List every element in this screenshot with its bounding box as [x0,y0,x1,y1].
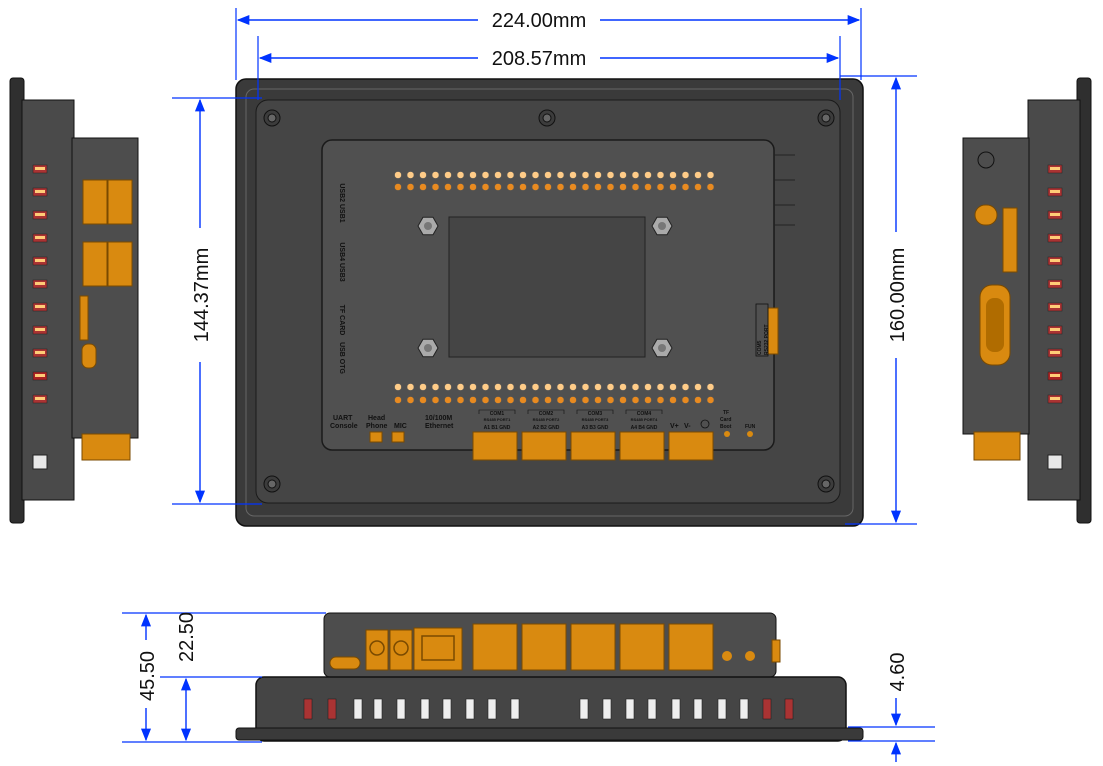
standoff-nuts [417,216,673,358]
side-port-label: USB OTG [338,342,345,374]
svg-text:Ethernet: Ethernet [425,423,454,430]
svg-text:TF: TF [723,410,729,416]
svg-text:V-: V- [684,423,691,430]
svg-text:COM5: COM5 [757,340,763,355]
side-port-label: TF CARD [338,305,345,336]
com-pins: A4 B4 GND [631,425,658,431]
rear-depth-label: 22.50 [176,612,198,662]
inner-width-label: 208.57mm [492,48,587,70]
vent-led [396,698,406,720]
vent-led [784,698,794,720]
vent-led [327,698,337,720]
svg-text:V+: V+ [670,423,679,430]
svg-text:Head: Head [368,415,385,422]
svg-text:FUN: FUN [745,424,756,430]
svg-text:10/100M: 10/100M [425,415,452,422]
vent-led [510,698,520,720]
svg-text:RS232 PORT: RS232 PORT [764,324,770,355]
com-pins: A3 B3 GND [582,425,609,431]
outer-width-label: 224.00mm [492,10,587,32]
com-name: COM1 [490,411,505,417]
vent-led [373,698,383,720]
dimension-labels: 224.00mm 208.57mm 144.37mm 160.00mm 45.5… [137,10,909,701]
vent-led [602,698,612,720]
bottom-port-labels: UART Console Head Phone MIC 10/100M Ethe… [330,410,756,430]
dimension-lines [122,8,935,743]
inner-height-label: 144.37mm [191,248,213,343]
vent-led [579,698,589,720]
vent-led [717,698,727,720]
svg-text:Phone: Phone [366,423,387,430]
right-vent-leds [1047,164,1063,470]
svg-text:Boot: Boot [720,424,732,430]
com-sub: RS485 PORT2 [533,417,560,422]
mounting-screws [263,109,835,493]
total-depth-label: 45.50 [137,651,159,701]
vent-led [465,698,475,720]
right-side-view [962,77,1092,524]
bottom-view [235,612,864,742]
svg-text:Console: Console [330,423,358,430]
ground-symbol [700,419,710,429]
vent-led [353,698,363,720]
vent-dots-top [394,171,715,191]
left-vent-leds [32,164,48,470]
vent-led [625,698,635,720]
side-port-label: USB4 USB3 [338,242,345,281]
vent-led [1047,454,1063,470]
com-sub: RS485 PORT1 [484,417,511,422]
vent-led [32,454,48,470]
vent-led [487,698,497,720]
bottom-vent-leds [303,698,794,720]
bezel-depth-label: 4.60 [887,653,909,692]
vent-led [442,698,452,720]
vent-led [420,698,430,720]
vent-led [647,698,657,720]
side-port-label: USB2 USB1 [338,183,345,222]
svg-text:UART: UART [333,415,353,422]
vent-led [303,698,313,720]
dimension-arrows [140,14,902,762]
left-side-view [9,77,139,524]
com-pins: A2 B2 GND [533,425,560,431]
com-sub: RS485 PORT4 [631,417,658,422]
vent-led [762,698,772,720]
svg-text:MIC: MIC [394,423,407,430]
com-name: COM4 [637,411,652,417]
com-name: COM2 [539,411,554,417]
svg-text:Card: Card [720,417,731,423]
com-sub: RS485 PORT3 [582,417,609,422]
vent-dots-bottom [394,383,715,404]
rs232-port-label: COM5 RS232 PORT [757,324,770,355]
outer-height-label: 160.00mm [887,248,909,343]
vent-led [693,698,703,720]
vent-led [739,698,749,720]
com-pins: A1 B1 GND [484,425,511,431]
com-name: COM3 [588,411,603,417]
vent-led [671,698,681,720]
